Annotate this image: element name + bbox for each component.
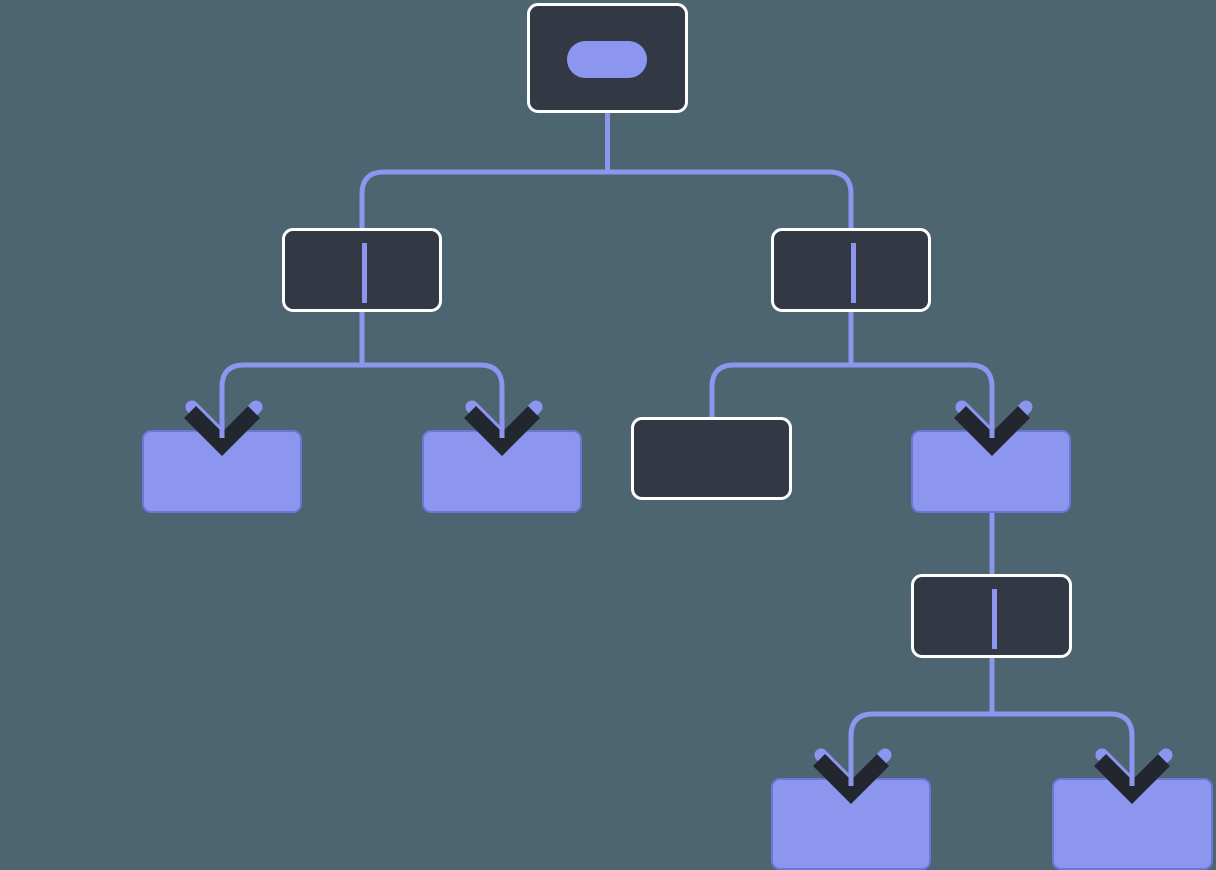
- node-leaf-6[interactable]: [1052, 778, 1213, 870]
- root-pill-icon: [567, 41, 647, 78]
- branch-right-inner-line: [851, 243, 856, 303]
- node-leaf-5[interactable]: [771, 778, 931, 870]
- edge-root-to-branch-right: [607, 169, 854, 228]
- node-branch-right[interactable]: [771, 228, 931, 312]
- node-leaf-3-dark[interactable]: [631, 417, 792, 500]
- node-branch-left[interactable]: [282, 228, 442, 312]
- edge-branch-right-to-leaf-3: [709, 362, 851, 418]
- edge-root-to-branch-left: [359, 169, 608, 228]
- node-sub-branch[interactable]: [911, 574, 1072, 658]
- node-leaf-2[interactable]: [422, 430, 582, 513]
- sub-branch-inner-line: [992, 589, 997, 649]
- edge-branch-left-to-leaf-1: [219, 362, 362, 440]
- node-leaf-4[interactable]: [911, 430, 1071, 513]
- edge-sub-branch-to-leaf-6: [992, 711, 1135, 788]
- branch-left-inner-line: [362, 243, 367, 303]
- edge-branch-left-to-leaf-2: [362, 362, 505, 440]
- node-leaf-1[interactable]: [142, 430, 302, 513]
- edge-branch-right-to-leaf-4: [851, 362, 995, 440]
- node-root[interactable]: [527, 3, 688, 113]
- edge-sub-branch-to-leaf-5: [848, 711, 992, 788]
